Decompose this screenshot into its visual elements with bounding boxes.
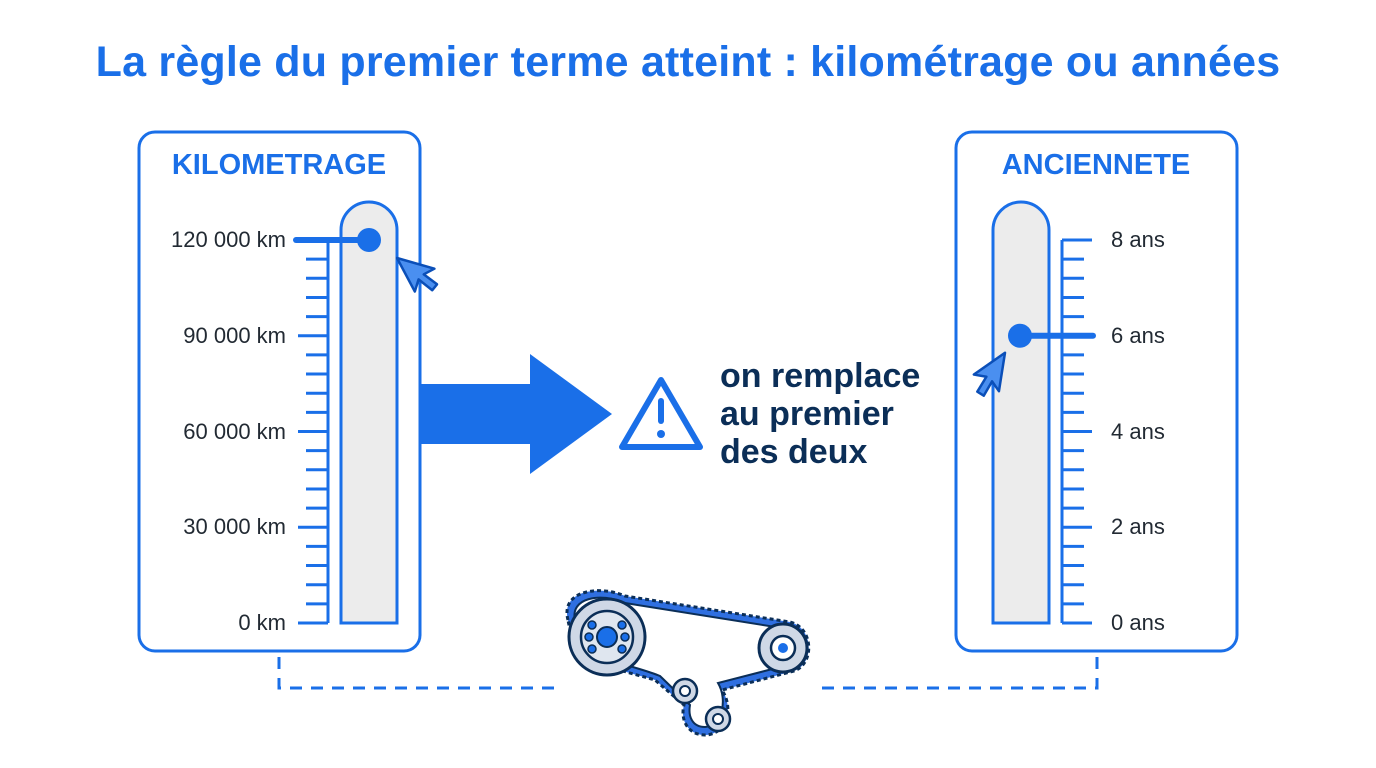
mouse-pointer-icon: [972, 351, 1007, 397]
message-line: au premier: [720, 395, 894, 433]
age-panel-title: ANCIENNETE: [1001, 149, 1191, 181]
mileage-marker: [293, 228, 381, 252]
message-line: des deux: [720, 433, 868, 471]
age-label-min: 0 ans: [1111, 610, 1165, 635]
age-gauge-tube: [991, 200, 1051, 625]
replacement-message: on remplace au premier des deux: [720, 357, 920, 471]
mileage-label: 90 000 km: [183, 323, 286, 348]
mileage-gauge-tube: [339, 200, 399, 625]
message-line: on remplace: [720, 357, 921, 395]
left-connector: [277, 657, 555, 690]
mileage-label: 30 000 km: [183, 514, 286, 539]
age-label-max: 8 ans: [1111, 227, 1165, 252]
age-label: 2 ans: [1111, 514, 1165, 539]
mouse-pointer-icon: [395, 256, 439, 293]
page-title: La règle du premier terme atteint : kilo…: [95, 38, 1281, 86]
age-marker: [1008, 323, 1096, 348]
mileage-panel-title: KILOMETRAGE: [171, 149, 387, 181]
age-label: 4 ans: [1111, 419, 1165, 444]
mileage-label: 60 000 km: [183, 419, 286, 444]
age-label: 6 ans: [1111, 323, 1165, 348]
right-connector: [822, 657, 1099, 690]
right-arrow-icon: [420, 354, 612, 474]
mileage-label-min: 0 km: [238, 610, 286, 635]
timing-belt-icon: [565, 589, 811, 737]
warning-triangle-icon: [619, 377, 703, 450]
mileage-label-max: 120 000 km: [171, 227, 286, 252]
